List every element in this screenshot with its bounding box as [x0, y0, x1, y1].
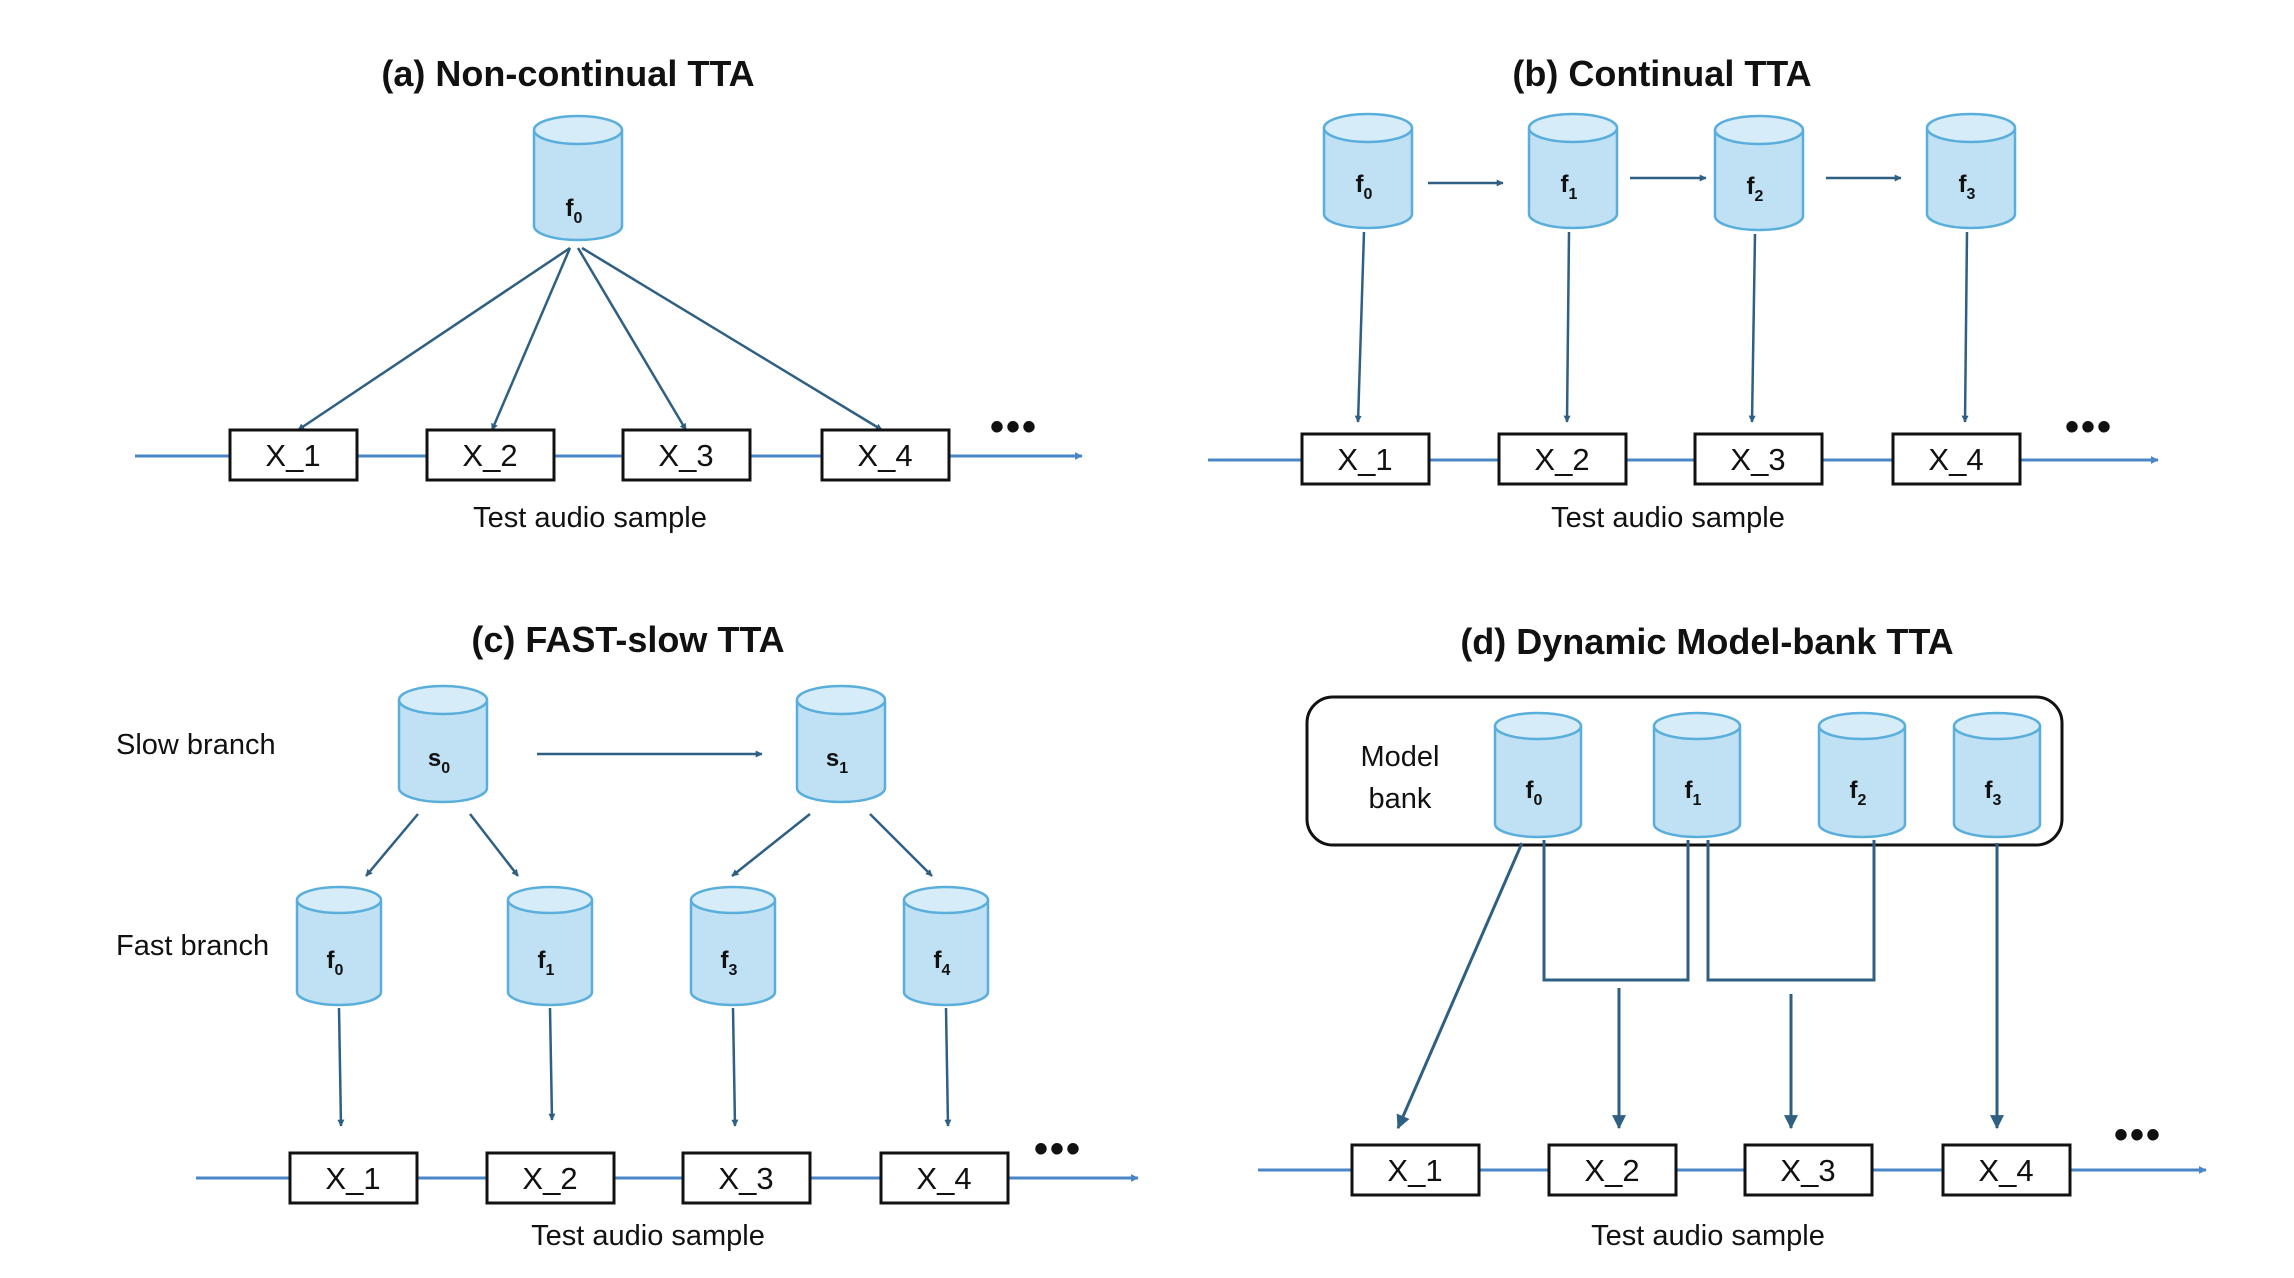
panel-d: (d) Dynamic Model-bank TTA Model bank f0… — [1258, 621, 2207, 1252]
svg-text:f0: f0 — [1356, 171, 1373, 203]
svg-text:X_3: X_3 — [1780, 1153, 1835, 1188]
panel-a: (a) Non-continual TTA f0 X_1 X_2 X_3 X_4… — [135, 53, 1083, 534]
bank-model-cylinder: f1 — [1652, 711, 1742, 839]
model-bank-label: Model — [1361, 741, 1440, 773]
sample-box: X_4 — [879, 1151, 1010, 1205]
svg-text:f3: f3 — [1959, 171, 1976, 203]
panel-c: (c) FAST-slow TTA Slow branch Fast branc… — [116, 619, 1139, 1252]
fast-branch-label: Fast branch — [116, 930, 269, 962]
panel-b: (b) Continual TTA f0 f1 f2 f3 — [1208, 53, 2159, 534]
bank-model-cylinder: f0 — [1493, 711, 1583, 839]
svg-text:f2: f2 — [1747, 173, 1764, 205]
svg-text:X_1: X_1 — [265, 438, 320, 473]
svg-text:X_4: X_4 — [1978, 1153, 2033, 1188]
svg-text:f3: f3 — [721, 947, 738, 979]
model-selection-connectors — [1542, 840, 1876, 982]
svg-text:s1: s1 — [826, 745, 848, 777]
svg-text:X_2: X_2 — [1534, 442, 1589, 477]
panel-d-title: (d) Dynamic Model-bank TTA — [1460, 621, 1953, 662]
model-cylinder: f3 — [1925, 112, 2017, 230]
svg-text:s0: s0 — [428, 745, 450, 777]
svg-text:f3: f3 — [1985, 777, 2002, 809]
model-bank-label: bank — [1369, 783, 1432, 815]
sample-box: X_2 — [485, 1151, 616, 1205]
model-cylinder: f1 — [1527, 112, 1619, 230]
model-to-sample-arrows — [297, 246, 883, 432]
fast-model-cylinder: f3 — [689, 885, 777, 1007]
fast-model-cylinder: f4 — [902, 885, 990, 1007]
fast-model-cylinder: f0 — [295, 885, 383, 1007]
svg-text:f1: f1 — [1561, 171, 1578, 203]
ellipsis: ••• — [1034, 1127, 1082, 1171]
model-to-sample-arrows — [1396, 842, 2004, 1130]
sample-box: X_4 — [820, 428, 951, 482]
sample-box: X_4 — [1941, 1143, 2072, 1197]
model-cylinder: f0 — [1322, 112, 1414, 230]
sample-box: X_3 — [1693, 432, 1824, 486]
panel-a-title: (a) Non-continual TTA — [381, 53, 754, 94]
sample-box: X_1 — [1300, 432, 1431, 486]
slow-model-cylinder: s1 — [795, 684, 887, 804]
sample-box: X_3 — [621, 428, 752, 482]
svg-text:X_4: X_4 — [916, 1161, 971, 1196]
panel-b-title: (b) Continual TTA — [1512, 53, 1811, 94]
model-cylinder: f2 — [1713, 114, 1805, 232]
sample-box: X_1 — [288, 1151, 419, 1205]
svg-text:X_1: X_1 — [325, 1161, 380, 1196]
svg-text:f4: f4 — [934, 947, 951, 979]
ellipsis: ••• — [2065, 405, 2113, 449]
sample-box: X_2 — [1497, 432, 1628, 486]
sample-box: X_2 — [425, 428, 556, 482]
svg-text:f1: f1 — [538, 947, 555, 979]
svg-text:X_4: X_4 — [857, 438, 912, 473]
sample-box: X_3 — [681, 1151, 812, 1205]
bank-model-cylinder: f3 — [1952, 711, 2042, 839]
svg-text:f2: f2 — [1850, 777, 1867, 809]
svg-text:X_1: X_1 — [1337, 442, 1392, 477]
panel-c-title: (c) FAST-slow TTA — [471, 619, 784, 660]
caption: Test audio sample — [1591, 1220, 1825, 1252]
branch-arrows — [337, 750, 952, 1127]
svg-text:f0: f0 — [1526, 777, 1543, 809]
slow-branch-label: Slow branch — [116, 729, 276, 761]
svg-text:f1: f1 — [1685, 777, 1702, 809]
sample-box: X_1 — [228, 428, 359, 482]
sample-box: X_4 — [1891, 432, 2022, 486]
svg-text:f0: f0 — [327, 947, 344, 979]
fast-model-cylinder: f1 — [506, 885, 594, 1007]
sample-box: X_3 — [1743, 1143, 1874, 1197]
svg-text:X_1: X_1 — [1387, 1153, 1442, 1188]
caption: Test audio sample — [1551, 502, 1785, 534]
model-update-arrows — [1428, 174, 1902, 187]
slow-model-cylinder: s0 — [397, 684, 489, 804]
model-to-sample-arrows — [1354, 231, 1969, 423]
caption: Test audio sample — [531, 1220, 765, 1252]
svg-text:X_3: X_3 — [718, 1161, 773, 1196]
svg-text:X_2: X_2 — [522, 1161, 577, 1196]
sample-box: X_2 — [1547, 1143, 1678, 1197]
svg-text:X_2: X_2 — [1584, 1153, 1639, 1188]
sample-box: X_1 — [1350, 1143, 1481, 1197]
svg-text:X_4: X_4 — [1928, 442, 1983, 477]
svg-text:X_3: X_3 — [658, 438, 713, 473]
svg-text:f0: f0 — [566, 195, 583, 227]
ellipsis: ••• — [990, 405, 1038, 449]
model-cylinder: f0 — [532, 114, 624, 242]
svg-text:X_3: X_3 — [1730, 442, 1785, 477]
bank-model-cylinder: f2 — [1817, 711, 1907, 839]
ellipsis: ••• — [2114, 1113, 2162, 1157]
caption: Test audio sample — [473, 502, 707, 534]
svg-text:X_2: X_2 — [462, 438, 517, 473]
